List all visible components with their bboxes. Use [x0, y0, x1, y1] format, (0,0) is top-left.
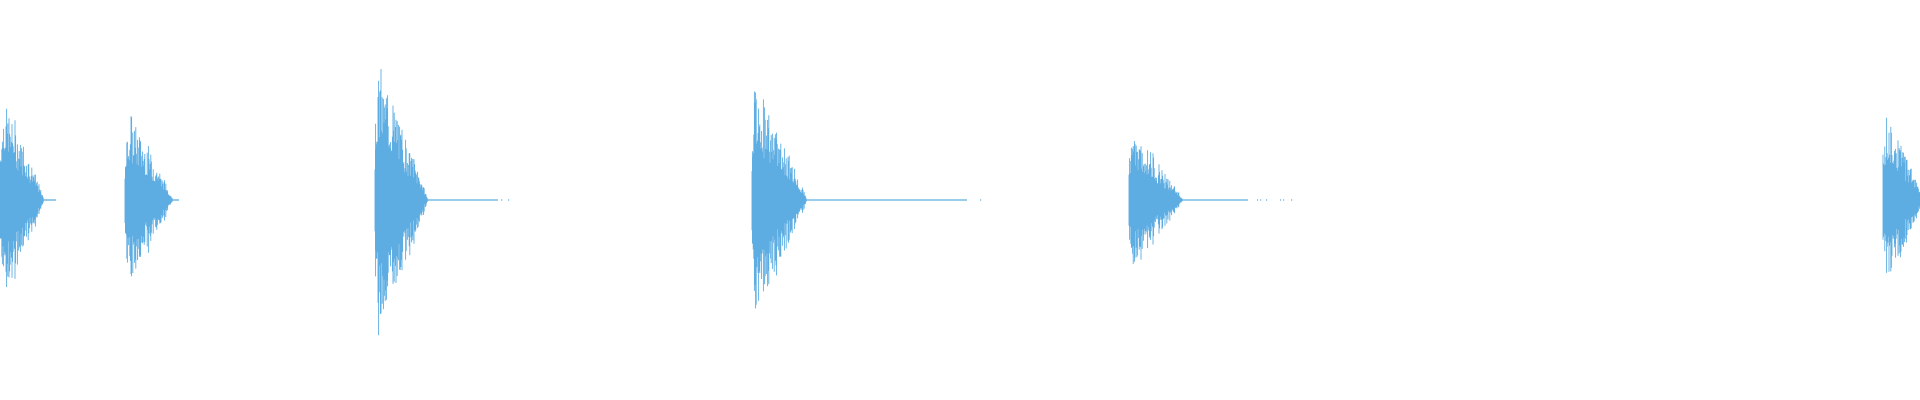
- waveform-burst-6-core: [1883, 166, 1917, 234]
- tail-dot: [980, 199, 982, 201]
- tail-dot: [1280, 199, 1282, 201]
- tail-dot: [1266, 199, 1268, 201]
- waveform-burst-4-core: [752, 156, 797, 244]
- tail-dot: [1291, 199, 1293, 201]
- waveform-burst-3-tail-dots: [501, 199, 510, 201]
- waveform-burst-3: [374, 69, 510, 336]
- waveform-burst-5-core: [1129, 173, 1173, 227]
- waveform-burst-1-core: [0, 161, 36, 239]
- tail-dot: [1260, 199, 1262, 201]
- tail-dot: [1257, 199, 1259, 201]
- waveform-burst-1: [0, 108, 56, 287]
- waveform-burst-5: [1128, 141, 1293, 265]
- waveform-burst-3-core: [375, 149, 418, 251]
- tail-dot: [501, 199, 503, 201]
- waveform-burst-6: [1882, 117, 1920, 273]
- waveform-burst-4-tail-dots: [980, 199, 982, 201]
- waveform-burst-4: [751, 91, 982, 309]
- waveform-burst-5-tail-dots: [1257, 199, 1293, 201]
- waveform-burst-2-core: [125, 167, 165, 233]
- tail-dot: [1283, 199, 1285, 201]
- waveform-bursts: [0, 69, 1920, 336]
- tail-dot: [508, 199, 510, 201]
- waveform-burst-2: [124, 116, 179, 277]
